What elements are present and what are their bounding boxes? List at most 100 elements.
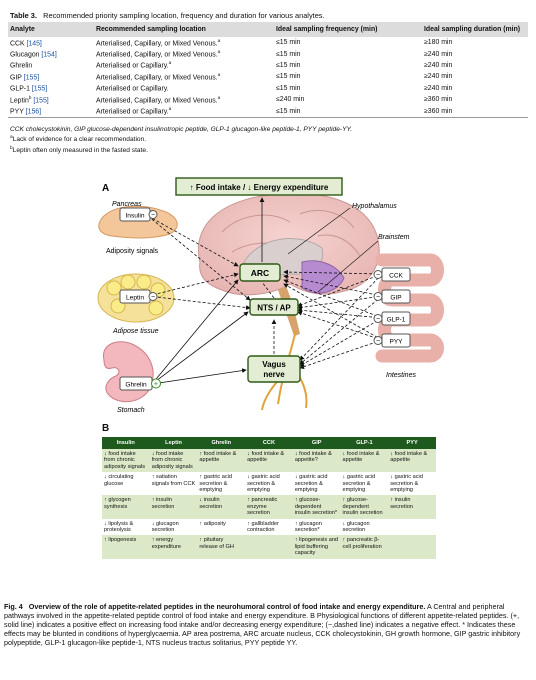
table-row: CCK [145]Arterialised, Capillary, or Mix… (8, 37, 528, 48)
nts-ap-box (249, 298, 299, 316)
gut-minus-badge (373, 292, 383, 301)
function-cell: ↑ satiation signals from CCK (149, 472, 198, 496)
location-footnote: a (168, 106, 172, 112)
figure-title: Overview of the role of appetite-related… (28, 602, 426, 611)
reference-link[interactable]: [154] (41, 51, 57, 59)
insulin-minus-badge (148, 210, 158, 219)
intestines-illustration (375, 253, 444, 363)
analyte-cell: Glucagon [154] (8, 48, 94, 59)
function-cell: ↓ food intake & appetite (340, 449, 389, 473)
reference-link[interactable]: [145] (26, 39, 42, 47)
function-cell: ↓ food intake & appetite? (292, 449, 341, 473)
reference-link[interactable]: [155] (31, 85, 48, 93)
location-cell: Arterialised, Capillary, or Mixed Venous… (96, 72, 221, 82)
figure-caption-body: A Central and peripheral pathways involv… (4, 602, 521, 647)
function-cell: ↓ gastric acid secretion & emptying (388, 472, 436, 496)
function-cell: ↓ gastric acid secretion & emptying (292, 472, 341, 496)
gut-minus-sign: − (376, 272, 380, 279)
frequency-cell: ≤15 min (276, 61, 301, 69)
col-location: Recommended sampling location (94, 22, 274, 37)
ghrelin-plus-sign: + (154, 379, 159, 388)
function-col-header: Ghrelin (197, 437, 246, 449)
location-footnote: a (217, 49, 221, 55)
stomach-illustration (102, 341, 154, 403)
function-cell: ↑ glycogen synthesis (102, 495, 150, 519)
nts-ap-label: NTS / AP (257, 304, 291, 313)
function-cell: ↑ glucose-dependent insulin secretion* (292, 495, 341, 519)
gut-minus-sign: − (376, 316, 380, 323)
pancreas-illustration (98, 205, 178, 239)
function-cell: ↑ pituitary release of GH (197, 535, 246, 559)
duration-cell: ≥360 min (424, 96, 453, 104)
duration-cell: ≥240 min (424, 73, 453, 81)
function-cell (388, 535, 436, 559)
function-cell: ↓ gastric acid secretion & emptying (245, 472, 293, 496)
function-cell: ↓ food intake from chronic adiposity sig… (149, 449, 198, 473)
function-col-header: GIP (292, 437, 341, 449)
insulin-minus-sign: − (151, 212, 155, 219)
function-cell: ↑ gastric acid secretion & emptying (197, 472, 246, 496)
frequency-cell: ≤15 min (276, 73, 301, 81)
function-cell: ↑ glucose-dependent insulin secretion (340, 495, 389, 519)
function-cell: ↓ glucagon secretion (340, 518, 389, 536)
analyte-cell: PYY [156] (8, 105, 94, 118)
vagus-label-line1: Vagus (262, 360, 286, 369)
leptin-label: Leptin (126, 295, 144, 302)
analyte-name: PYY (10, 108, 24, 116)
table-row: Glucagon [154]Arterialised, Capillary, o… (8, 48, 528, 59)
arc-label: ARC (251, 268, 269, 278)
note-b: bLeptin often only measured in the faste… (10, 146, 148, 155)
analyte-cell: CCK [145] (8, 37, 94, 48)
analyte-cell: Leptinb [155] (8, 94, 94, 105)
duration-cell: ≥360 min (422, 105, 528, 118)
frequency-cell: ≤15 min (274, 105, 422, 118)
analyte-cell: GIP [155] (8, 71, 94, 82)
duration-cell: ≥180 min (424, 39, 453, 47)
function-cell: ↓ food intake from chronic adiposity sig… (102, 449, 150, 473)
function-row: ↑ lipogenesis↑ energy expenditure↑ pitui… (102, 535, 436, 559)
function-col-header: CCK (245, 437, 293, 449)
function-cell: ↑ glucagon secretion* (292, 518, 341, 536)
location-footnote: a (217, 72, 221, 78)
function-cell: ↓ gastric acid secretion & emptying (340, 472, 389, 496)
reference-link[interactable]: [156] (25, 108, 42, 116)
function-row: ↓ food intake from chronic adiposity sig… (102, 449, 436, 473)
function-row: ↑ glycogen synthesis↑ insulin secretion↓… (102, 495, 436, 519)
function-cell: ↓ food intake & appetite (245, 449, 293, 473)
analyte-name: CCK (10, 39, 25, 47)
reference-link[interactable]: [155] (33, 96, 49, 104)
function-cell: ↓ lipolysis & proteolysis (102, 518, 150, 536)
location-footnote: a (168, 61, 172, 67)
location-cell: Arterialised or Capillary.a (94, 105, 274, 118)
function-cell (245, 535, 293, 559)
location-cell: Arterialised, Capillary, or Mixed Venous… (96, 38, 221, 47)
figure-panel-a: A Pancreas Adiposity signals Adipose tis… (97, 177, 444, 414)
reference-link[interactable]: [155] (23, 74, 40, 82)
col-frequency: Ideal sampling frequency (min) (274, 22, 422, 37)
vagus-nerve-box (247, 355, 301, 383)
duration-cell: ≥240 min (424, 61, 453, 69)
function-cell: ↓ circulating glucose (102, 472, 150, 496)
stomach-label: Stomach (117, 407, 145, 414)
gut-hormone-label: GIP (390, 295, 401, 302)
function-cell: ↑ pancreatic β-cell proliferation (340, 535, 389, 559)
analyte-name: GIP (10, 74, 22, 82)
insulin-label: Insulin (125, 213, 144, 220)
table-row: PYY [156]Arterialised or Capillary.a≤15 … (8, 105, 528, 118)
function-cell: ↑ lipogenesis and lipid buffering capaci… (292, 535, 341, 559)
analyte-cell: Ghrelin (8, 60, 94, 71)
sampling-table: Analyte Recommended sampling location Id… (8, 22, 528, 118)
duration-cell: ≥240 min (424, 50, 453, 58)
panel-a-label: A (102, 183, 109, 194)
function-cell: ↓ insulin secretion (197, 495, 246, 519)
leptin-minus-sign: − (151, 294, 155, 301)
gut-minus-sign: − (376, 338, 380, 345)
table-row: Leptinb [155]Arterialised, Capillary, or… (8, 94, 528, 105)
analyte-name: Leptin (10, 96, 29, 104)
gut-hormone-label: GLP-1 (387, 317, 406, 324)
intestines-label: Intestines (386, 372, 416, 379)
location-footnote: a (217, 38, 221, 44)
function-col-header: GLP-1 (340, 437, 389, 449)
location-cell: Arterialised, Capillary, or Mixed Venous… (96, 49, 221, 59)
adiposity-signals-label: Adiposity signals (106, 248, 159, 255)
